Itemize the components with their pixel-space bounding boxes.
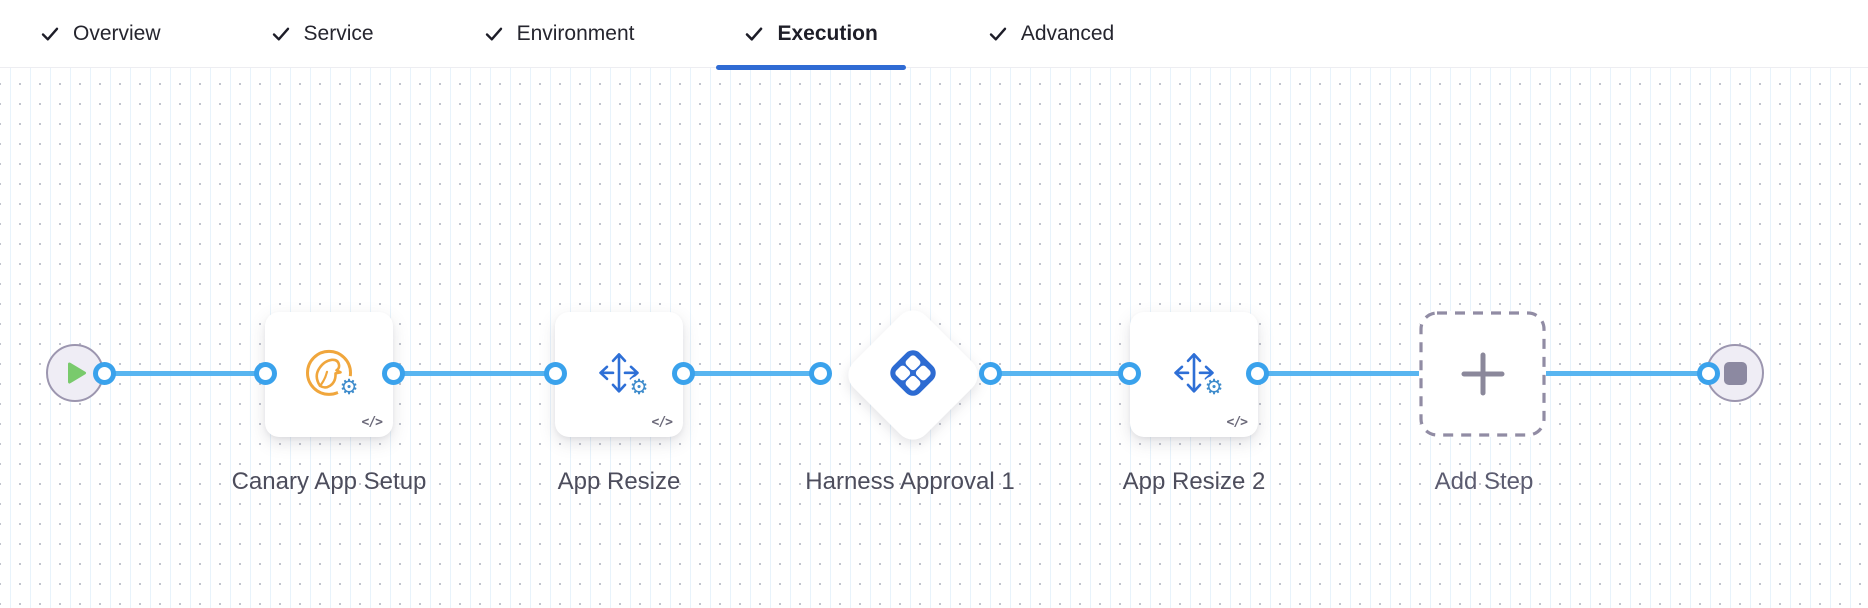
check-icon xyxy=(272,27,289,40)
port-canary-in[interactable] xyxy=(254,362,277,385)
harness-approval-icon xyxy=(890,350,936,396)
tab-service[interactable]: Service xyxy=(243,0,402,67)
tab-advanced[interactable]: Advanced xyxy=(960,0,1142,67)
code-template-icon[interactable]: </> xyxy=(361,415,384,430)
step-label-app-resize-2: App Resize 2 xyxy=(1122,468,1266,495)
edge-addstep-to-end xyxy=(1544,371,1708,376)
gear-icon: ⚙ xyxy=(627,376,651,400)
step-wizard-tabbar: Overview Service Environment Execution A… xyxy=(0,0,1868,70)
tab-label: Overview xyxy=(73,21,161,45)
add-step-label: Add Step xyxy=(1434,468,1534,495)
stop-icon xyxy=(1723,361,1747,385)
code-template-icon[interactable]: </> xyxy=(651,415,674,430)
add-step-button[interactable] xyxy=(1419,311,1546,437)
step-label-canary-app-setup: Canary App Setup xyxy=(231,468,427,495)
step-node-canary-app-setup[interactable]: ⚙ </> xyxy=(265,312,393,437)
resize-arrows-icon xyxy=(599,352,639,393)
port-end-in[interactable] xyxy=(1697,362,1720,385)
plus-icon xyxy=(1461,352,1504,396)
step-node-app-resize[interactable]: ⚙ </> xyxy=(555,312,683,437)
canary-bird-icon xyxy=(306,349,352,396)
port-start-out[interactable] xyxy=(93,362,116,385)
edge-resize2-to-addstep xyxy=(1257,371,1421,376)
check-icon xyxy=(989,27,1007,40)
port-approval-in[interactable] xyxy=(809,362,832,385)
port-resize-in[interactable] xyxy=(544,362,567,385)
tab-execution[interactable]: Execution xyxy=(716,0,906,70)
port-approval-out[interactable] xyxy=(979,362,1002,385)
tab-label: Advanced xyxy=(1020,21,1115,45)
check-icon xyxy=(41,27,59,40)
tab-label: Service xyxy=(303,21,374,45)
edge-approval-to-resize2 xyxy=(990,371,1129,376)
active-tab-underline xyxy=(716,65,906,70)
code-template-icon[interactable]: </> xyxy=(1226,415,1249,430)
resize-arrows-icon xyxy=(1174,352,1214,393)
play-icon xyxy=(68,362,86,384)
edge-resize-to-approval xyxy=(683,371,820,376)
port-resize2-in[interactable] xyxy=(1118,362,1141,385)
tab-environment[interactable]: Environment xyxy=(456,0,663,67)
edge-start-to-canary xyxy=(104,371,265,376)
port-resize-out[interactable] xyxy=(672,362,695,385)
step-label-app-resize: App Resize xyxy=(557,468,681,495)
tab-label: Environment xyxy=(516,21,635,45)
edge-canary-to-resize xyxy=(393,371,555,376)
step-node-app-resize-2[interactable]: ⚙ </> xyxy=(1130,312,1258,437)
tab-overview[interactable]: Overview xyxy=(12,0,189,67)
check-icon xyxy=(485,27,502,40)
tab-label: Execution xyxy=(777,21,878,45)
gear-icon: ⚙ xyxy=(337,376,361,400)
gear-icon: ⚙ xyxy=(1202,376,1226,400)
pipeline-canvas[interactable]: ⚙ </> ⚙ </> xyxy=(0,68,1868,608)
port-canary-out[interactable] xyxy=(382,362,405,385)
port-resize2-out[interactable] xyxy=(1246,362,1269,385)
step-label-harness-approval: Harness Approval 1 xyxy=(805,468,1015,495)
check-icon xyxy=(746,27,763,41)
